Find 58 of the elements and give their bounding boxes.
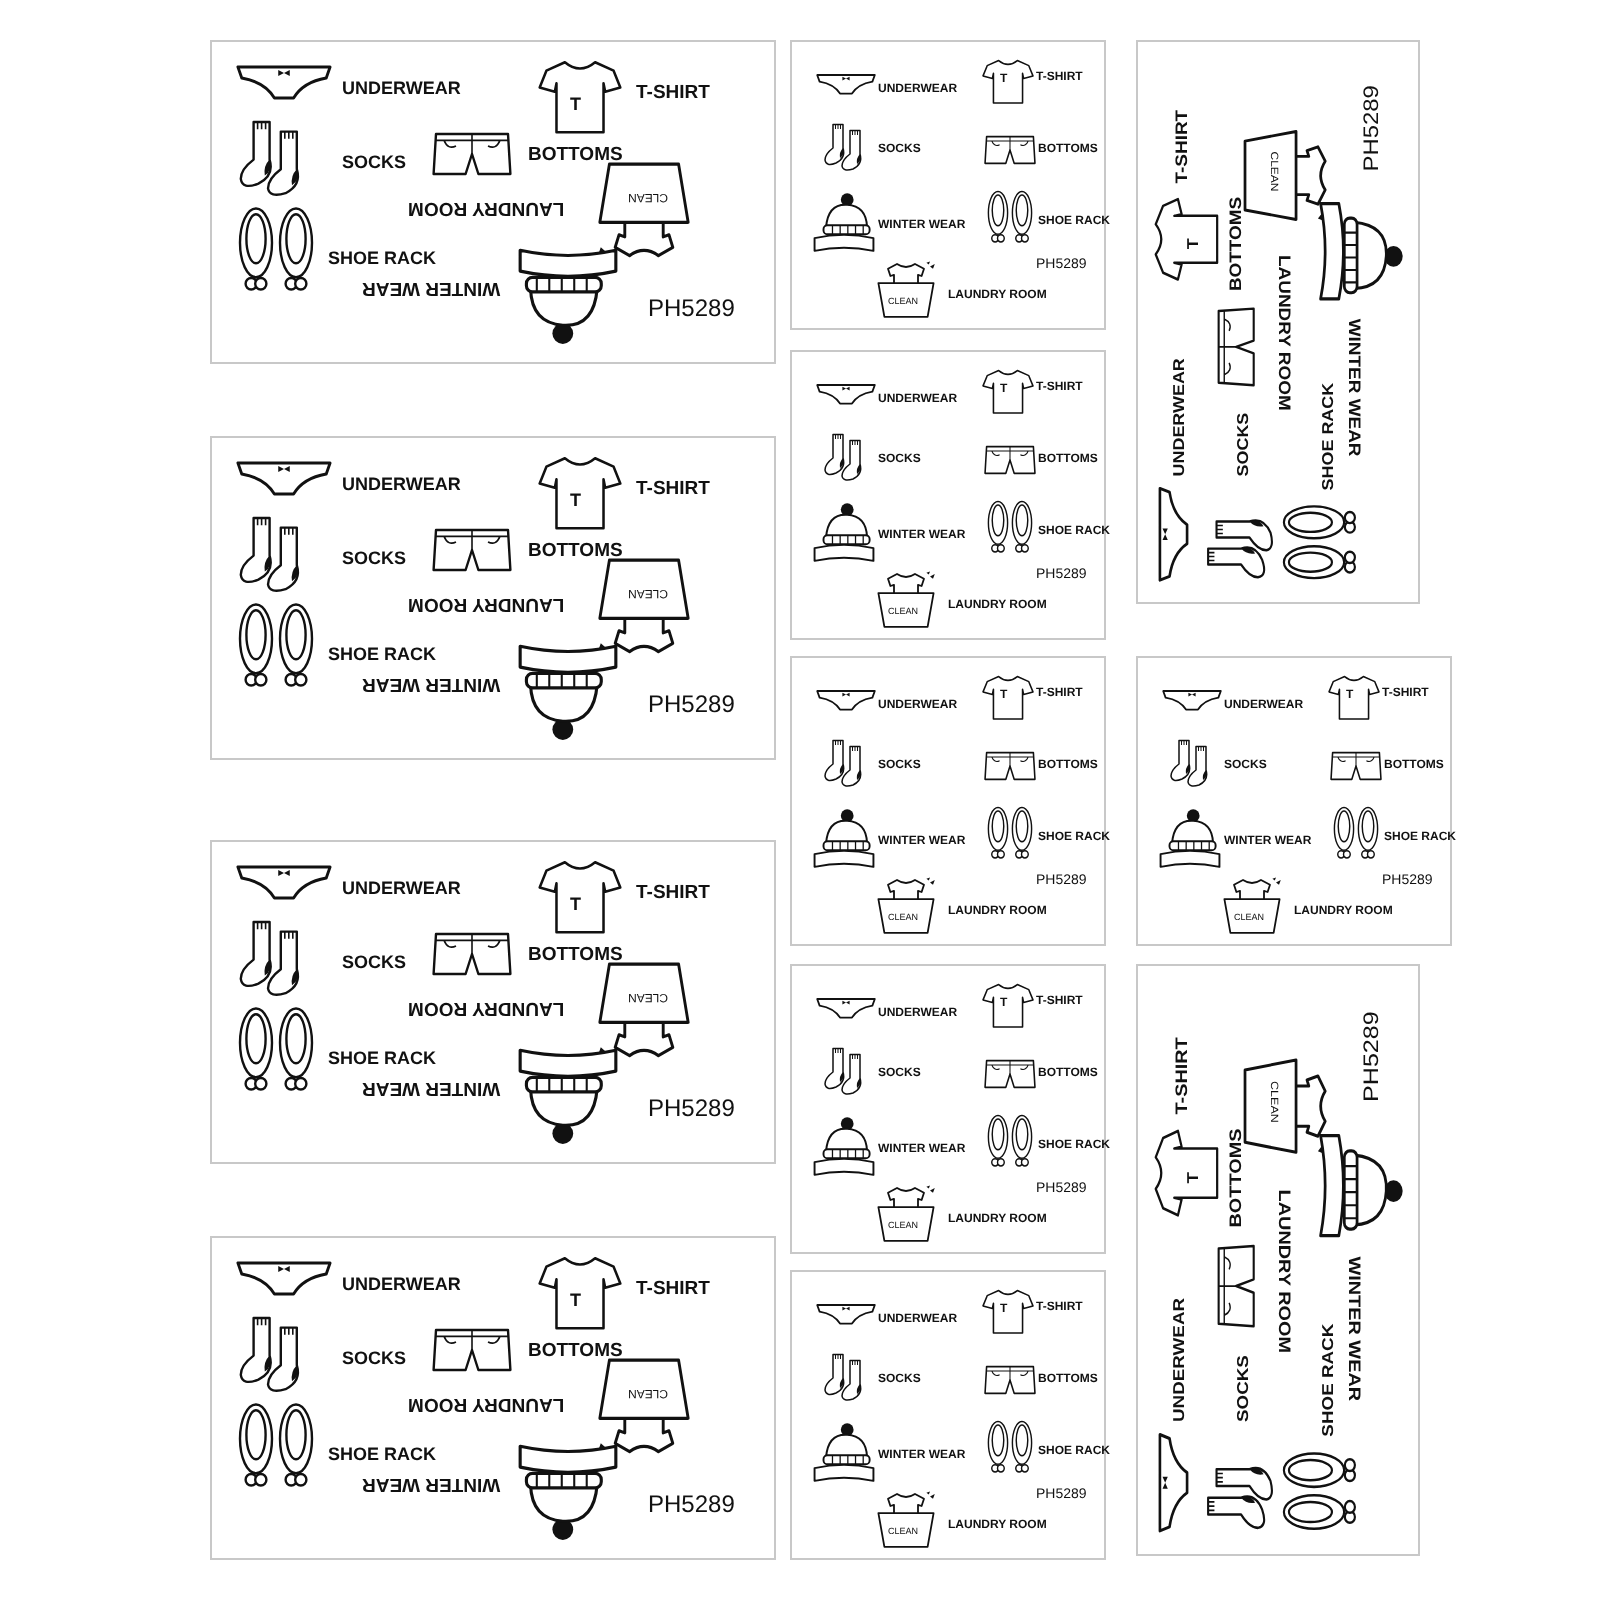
product-code: PH5289: [648, 1492, 735, 1516]
sticker-card: [1136, 656, 1452, 946]
product-code: PH5289: [648, 692, 735, 716]
shirt-letter: T: [570, 1292, 581, 1310]
item-label: UNDERWEAR: [342, 1276, 461, 1294]
sticker-card: [790, 964, 1106, 1254]
item-label: T-SHIRT: [636, 84, 710, 103]
item-label: UNDERWEAR: [342, 476, 461, 494]
item-label: SOCKS: [342, 154, 407, 172]
product-code: PH5289: [648, 1096, 735, 1120]
sticker-card: [210, 840, 776, 1164]
item-label: BOTTOMS: [1229, 196, 1246, 292]
shirt-letter: T: [570, 96, 581, 114]
sticker-card: [790, 350, 1106, 640]
item-label: T-SHIRT: [1174, 109, 1192, 184]
item-label: UNDERWEAR: [342, 880, 461, 898]
item-label: T-SHIRT: [636, 480, 710, 499]
item-label: LAUNDRY ROOM: [408, 1394, 565, 1413]
sticker-card: [210, 1236, 776, 1560]
product-code: PH5289: [1360, 85, 1382, 172]
sticker-card: [790, 656, 1106, 946]
item-label: T-SHIRT: [636, 884, 710, 903]
item-label: SHOE RACK: [328, 250, 437, 268]
sticker-card: [210, 40, 776, 364]
item-label: LAUNDRY ROOM: [408, 594, 565, 613]
shirt-letter: T: [570, 492, 581, 510]
item-label: WINTER WEAR: [362, 278, 501, 297]
item-label: T-SHIRT: [1174, 1037, 1192, 1115]
sticker-card: [790, 1270, 1106, 1560]
item-label: BOTTOMS: [528, 1342, 623, 1361]
sticker-card: [1136, 964, 1420, 1556]
item-label: SHOE RACK: [328, 1446, 437, 1464]
shirt-letter: T: [570, 896, 581, 914]
product-code: PH5289: [648, 296, 735, 320]
item-label: BOTTOMS: [528, 946, 623, 965]
item-label: WINTER WEAR: [362, 1474, 501, 1493]
item-label: WINTER WEAR: [362, 674, 501, 693]
item-label: SOCKS: [342, 550, 407, 568]
item-label: LAUNDRY ROOM: [408, 198, 565, 217]
item-label: WINTER WEAR: [362, 1078, 501, 1097]
item-label: BOTTOMS: [528, 542, 623, 561]
sticker-card: [210, 436, 776, 760]
product-code: PH5289: [1360, 1011, 1382, 1102]
item-label: LAUNDRY ROOM: [408, 998, 565, 1017]
item-label: T-SHIRT: [636, 1280, 710, 1299]
item-label: SHOE RACK: [328, 646, 437, 664]
item-label: WINTER WEAR: [1344, 318, 1362, 457]
sticker-card: [790, 40, 1106, 330]
item-label: WINTER WEAR: [1344, 1256, 1362, 1402]
item-label: SOCKS: [342, 1350, 407, 1368]
item-label: SOCKS: [342, 954, 407, 972]
item-label: LAUNDRY ROOM: [1274, 255, 1292, 411]
item-label: UNDERWEAR: [342, 80, 461, 98]
item-label: SHOE RACK: [328, 1050, 437, 1068]
item-label: BOTTOMS: [1229, 1128, 1246, 1228]
item-label: BOTTOMS: [528, 146, 623, 165]
sticker-card: [1136, 40, 1420, 604]
item-label: LAUNDRY ROOM: [1274, 1189, 1292, 1353]
